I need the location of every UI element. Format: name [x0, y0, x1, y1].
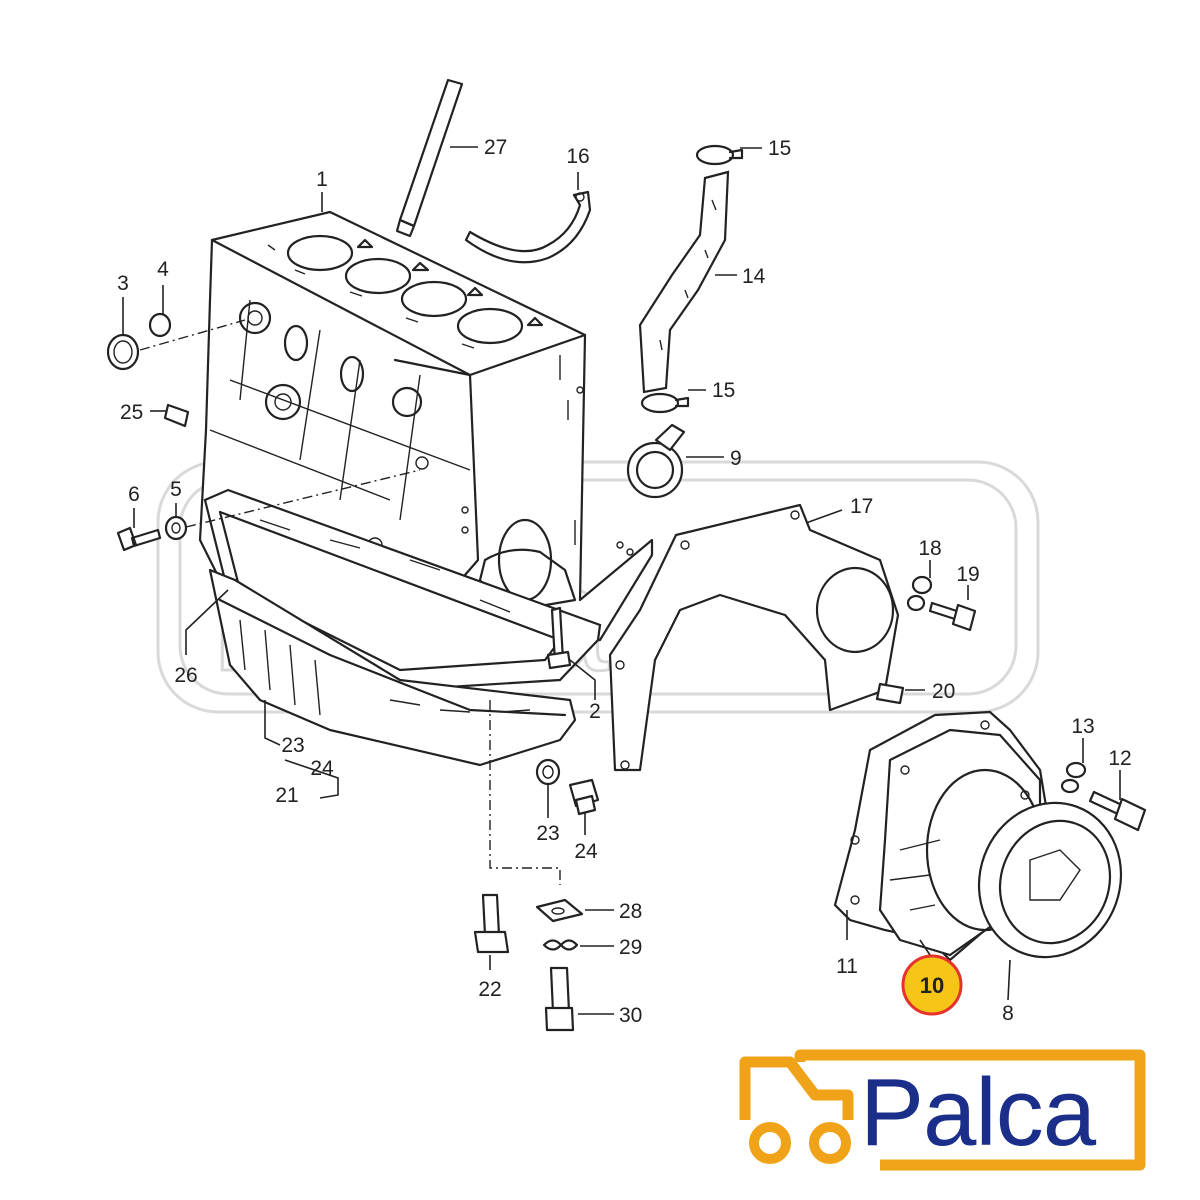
- callout-24-pan: 24: [310, 757, 334, 780]
- callout-5: 5: [170, 478, 182, 501]
- part-clip-28: [535, 898, 584, 923]
- part-pin-25: [163, 403, 190, 428]
- callout-2: 2: [589, 700, 601, 723]
- brand-wordmark: Palca: [860, 1059, 1097, 1166]
- part-bolt-22: [473, 893, 510, 954]
- part-bolt-12: [1088, 790, 1147, 832]
- part-plug-3: [106, 333, 140, 371]
- callout-28: 28: [619, 900, 642, 923]
- truck-icon: [739, 1049, 1146, 1171]
- callout-22: 22: [478, 978, 501, 1001]
- callout-11: 11: [836, 955, 858, 978]
- part-bracket: [464, 190, 592, 264]
- callouts: 1 27 16 15 14 15 9 3 4 25 6 5 26 2 17 18…: [117, 136, 1132, 1027]
- callout-6: 6: [128, 483, 140, 506]
- callout-9: 9: [730, 447, 742, 470]
- part-pin-20: [875, 682, 905, 705]
- callout-14: 14: [742, 265, 766, 288]
- callout-12: 12: [1108, 747, 1131, 770]
- part-hose-clamp-lower: [640, 392, 690, 414]
- callout-8: 8: [1002, 1002, 1014, 1025]
- part-drain-plug-24: [568, 778, 600, 816]
- brand-logo: Palca: [739, 1049, 1146, 1171]
- callout-24: 24: [574, 840, 598, 863]
- part-stud-2: [546, 606, 572, 670]
- callout-16: 16: [566, 145, 589, 168]
- callout-30: 30: [619, 1004, 642, 1027]
- callout-13: 13: [1071, 715, 1094, 738]
- part-elbow-fitting: [626, 423, 686, 499]
- part-cover-plate: [608, 503, 900, 772]
- part-dipstick: [395, 78, 464, 238]
- leader-lines: [122, 146, 1121, 1015]
- callout-4: 4: [157, 258, 169, 281]
- part-screw-30: [544, 966, 575, 1032]
- callout-3: 3: [117, 272, 129, 295]
- part-plug-4: [148, 312, 172, 338]
- part-washer-23: [535, 758, 561, 786]
- callout-18: 18: [918, 537, 941, 560]
- part-washer-18: [906, 575, 933, 612]
- callout-1: 1: [316, 168, 328, 191]
- part-washer-5: [164, 515, 188, 541]
- callout-20: 20: [932, 680, 955, 703]
- part-hose-clamp-upper: [695, 144, 744, 166]
- callout-27: 27: [484, 136, 507, 159]
- part-bolt-6: [116, 526, 162, 552]
- callout-10: 10: [920, 973, 944, 998]
- callout-17: 17: [850, 495, 873, 518]
- part-crankshaft-seal: [977, 801, 1123, 959]
- callout-23: 23: [536, 822, 559, 845]
- part-ring-29: [542, 939, 579, 951]
- callout-26: 26: [174, 664, 197, 687]
- callout-29: 29: [619, 936, 642, 959]
- part-hose: [638, 170, 730, 394]
- part-oil-pan-gasket: [203, 488, 602, 692]
- part-oil-pan: [208, 568, 577, 767]
- callout-19: 19: [956, 563, 979, 586]
- callout-23-pan: 23: [281, 734, 304, 757]
- part-bolt-19: [928, 601, 977, 632]
- callout-15-lower: 15: [712, 379, 735, 402]
- callout-25: 25: [120, 401, 143, 424]
- part-washer-13: [1060, 761, 1087, 794]
- highlight-part-10[interactable]: 10: [901, 954, 963, 1016]
- callout-21: 21: [275, 784, 298, 807]
- callout-15-upper: 15: [768, 137, 791, 160]
